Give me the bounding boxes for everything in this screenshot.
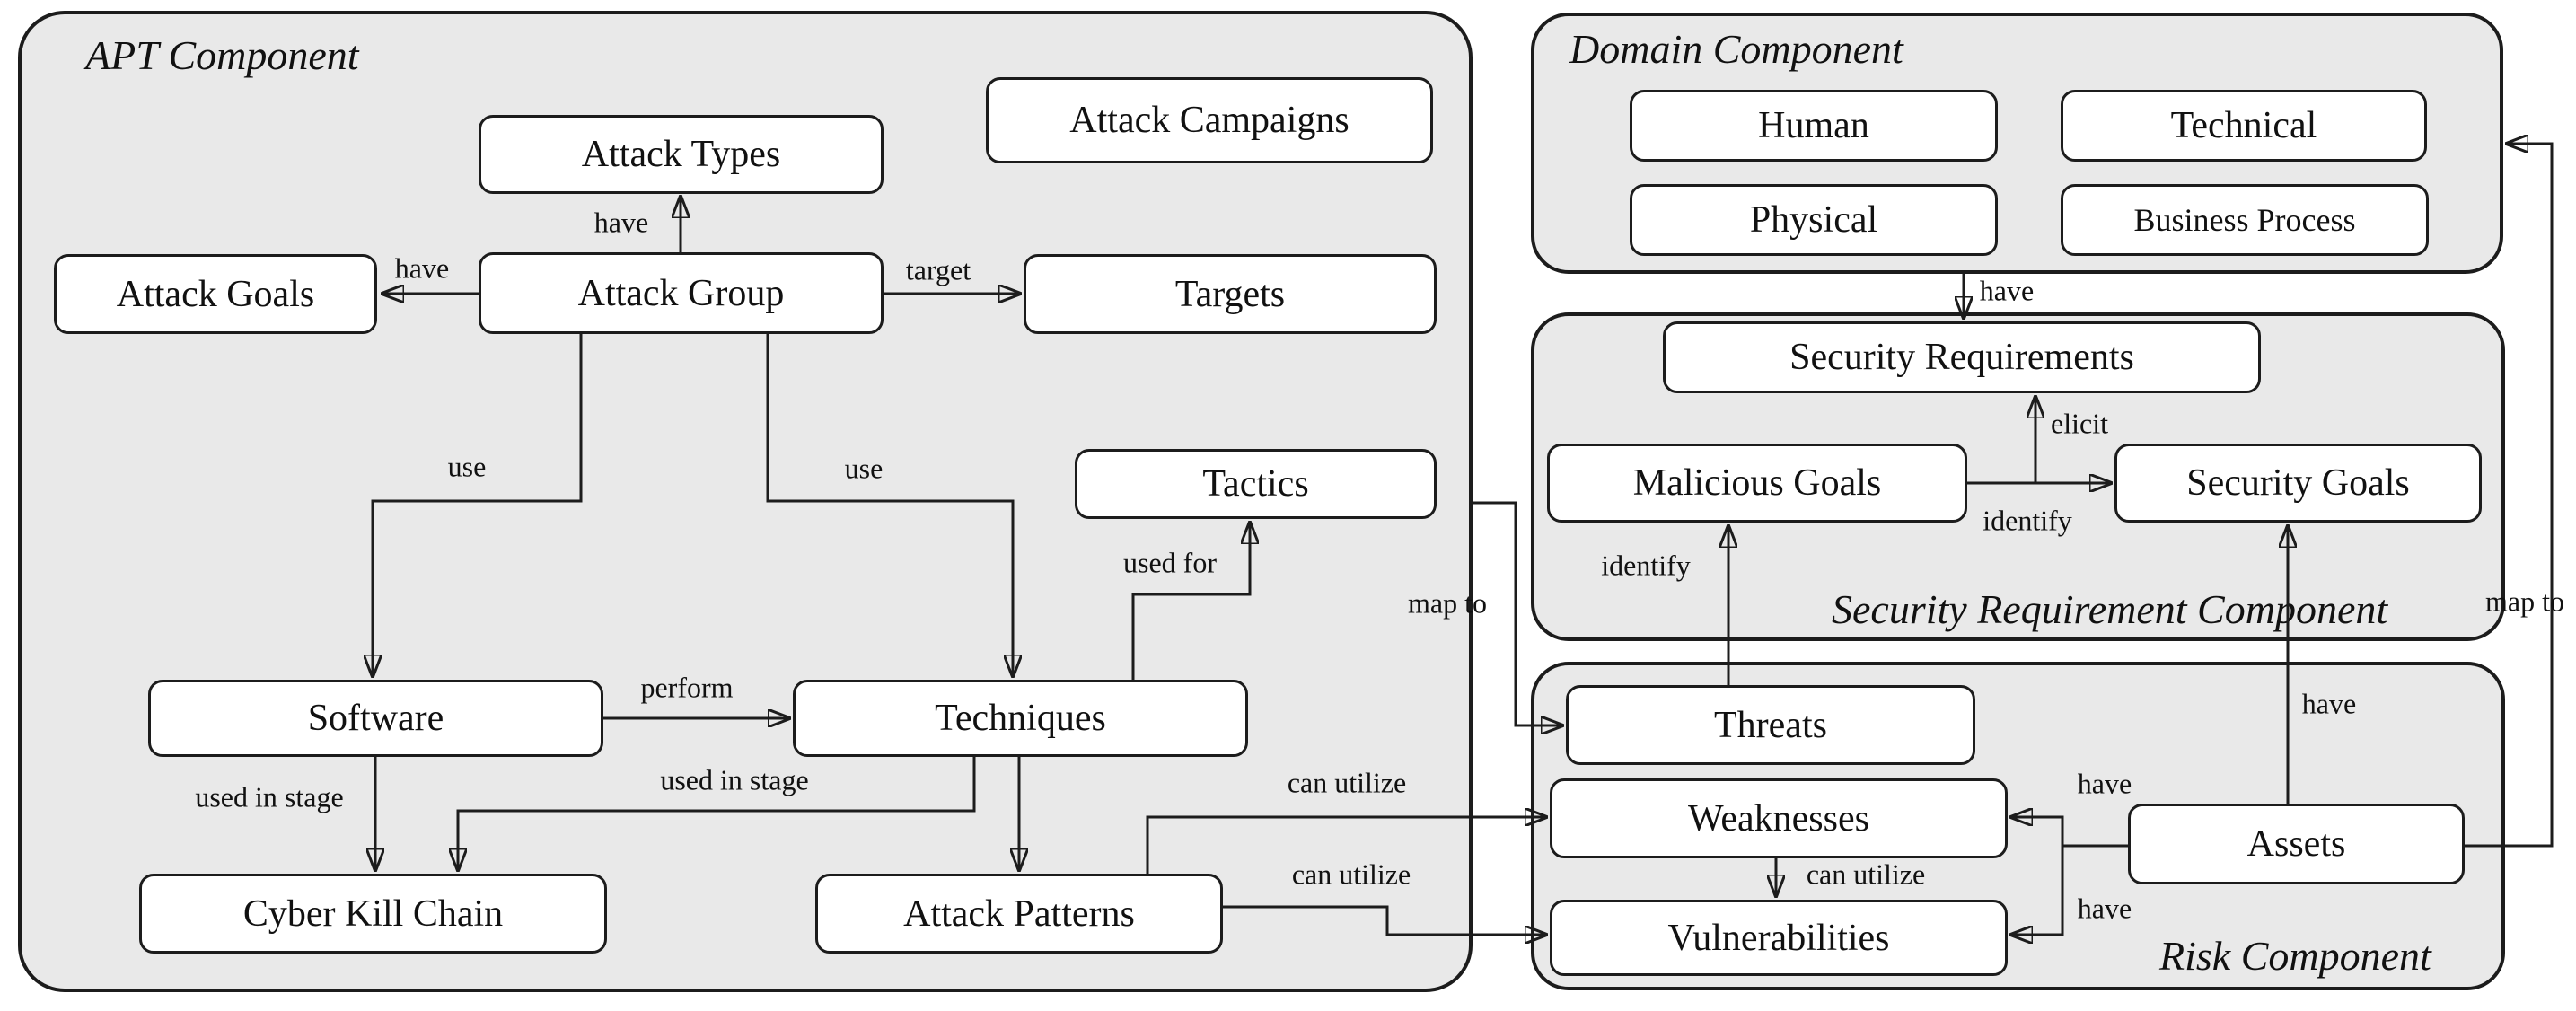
edge-label-have-weaknesses: have xyxy=(2077,767,2132,800)
node-technical: Technical xyxy=(2061,90,2427,162)
edge-label-have-domain: have xyxy=(1979,274,2035,307)
edge-label-perform: perform xyxy=(640,671,734,704)
node-attack-campaigns: Attack Campaigns xyxy=(986,77,1433,163)
edge-label-used-in-stage-software: used in stage xyxy=(195,780,344,813)
node-threats: Threats xyxy=(1566,685,1975,765)
edge-label-used-for: used for xyxy=(1123,546,1217,579)
node-techniques: Techniques xyxy=(793,680,1248,757)
edge-label-target: target xyxy=(905,253,971,286)
node-attack-types: Attack Types xyxy=(479,115,884,194)
edge-label-can-utilize-vulnerabilities: can utilize xyxy=(1291,857,1411,891)
node-cyber-kill-chain: Cyber Kill Chain xyxy=(139,874,607,954)
node-weaknesses: Weaknesses xyxy=(1550,778,2008,858)
node-software: Software xyxy=(148,680,603,757)
edge-label-elicit: elicit xyxy=(2051,407,2108,440)
node-vulnerabilities: Vulnerabilities xyxy=(1550,900,2008,976)
node-targets: Targets xyxy=(1024,254,1437,334)
node-attack-patterns: Attack Patterns xyxy=(815,874,1223,954)
node-attack-group: Attack Group xyxy=(479,252,884,334)
node-assets: Assets xyxy=(2128,804,2465,884)
edge-label-identify-threats: identify xyxy=(1601,549,1691,582)
node-human: Human xyxy=(1630,90,1998,162)
edge-label-have-vulnerabilities: have xyxy=(2077,892,2132,925)
edge-label-can-utilize-weaknesses: can utilize xyxy=(1287,766,1407,799)
node-security-goals: Security Goals xyxy=(2114,444,2482,523)
node-security-requirements: Security Requirements xyxy=(1663,321,2261,393)
edge-label-use-software: use xyxy=(447,450,487,483)
security-requirement-component-title: Security Requirement Component xyxy=(1832,586,2388,632)
node-attack-goals: Attack Goals xyxy=(54,254,377,334)
edge-label-have-security-goals: have xyxy=(2301,687,2357,720)
edge-label-have-attack-goals: have xyxy=(394,251,450,285)
edge-label-can-utilize-weak-vuln: can utilize xyxy=(1806,857,1926,891)
edge-label-used-in-stage-techniques: used in stage xyxy=(660,763,809,796)
edge-label-use-techniques: use xyxy=(844,452,884,485)
edge-label-map-to-threats: map to xyxy=(1408,586,1487,620)
node-physical: Physical xyxy=(1630,184,1998,256)
node-malicious-goals: Malicious Goals xyxy=(1547,444,1967,523)
edge-label-have-attack-types: have xyxy=(593,206,649,239)
apt-component-title: APT Component xyxy=(85,32,359,78)
risk-component-title: Risk Component xyxy=(2159,933,2431,979)
node-tactics: Tactics xyxy=(1075,449,1437,519)
domain-component-title: Domain Component xyxy=(1569,26,1903,72)
node-business-process: Business Process xyxy=(2061,184,2429,256)
edge-label-identify-goals: identify xyxy=(1983,504,2072,537)
edge-label-map-to-domain: map to xyxy=(2485,585,2564,618)
